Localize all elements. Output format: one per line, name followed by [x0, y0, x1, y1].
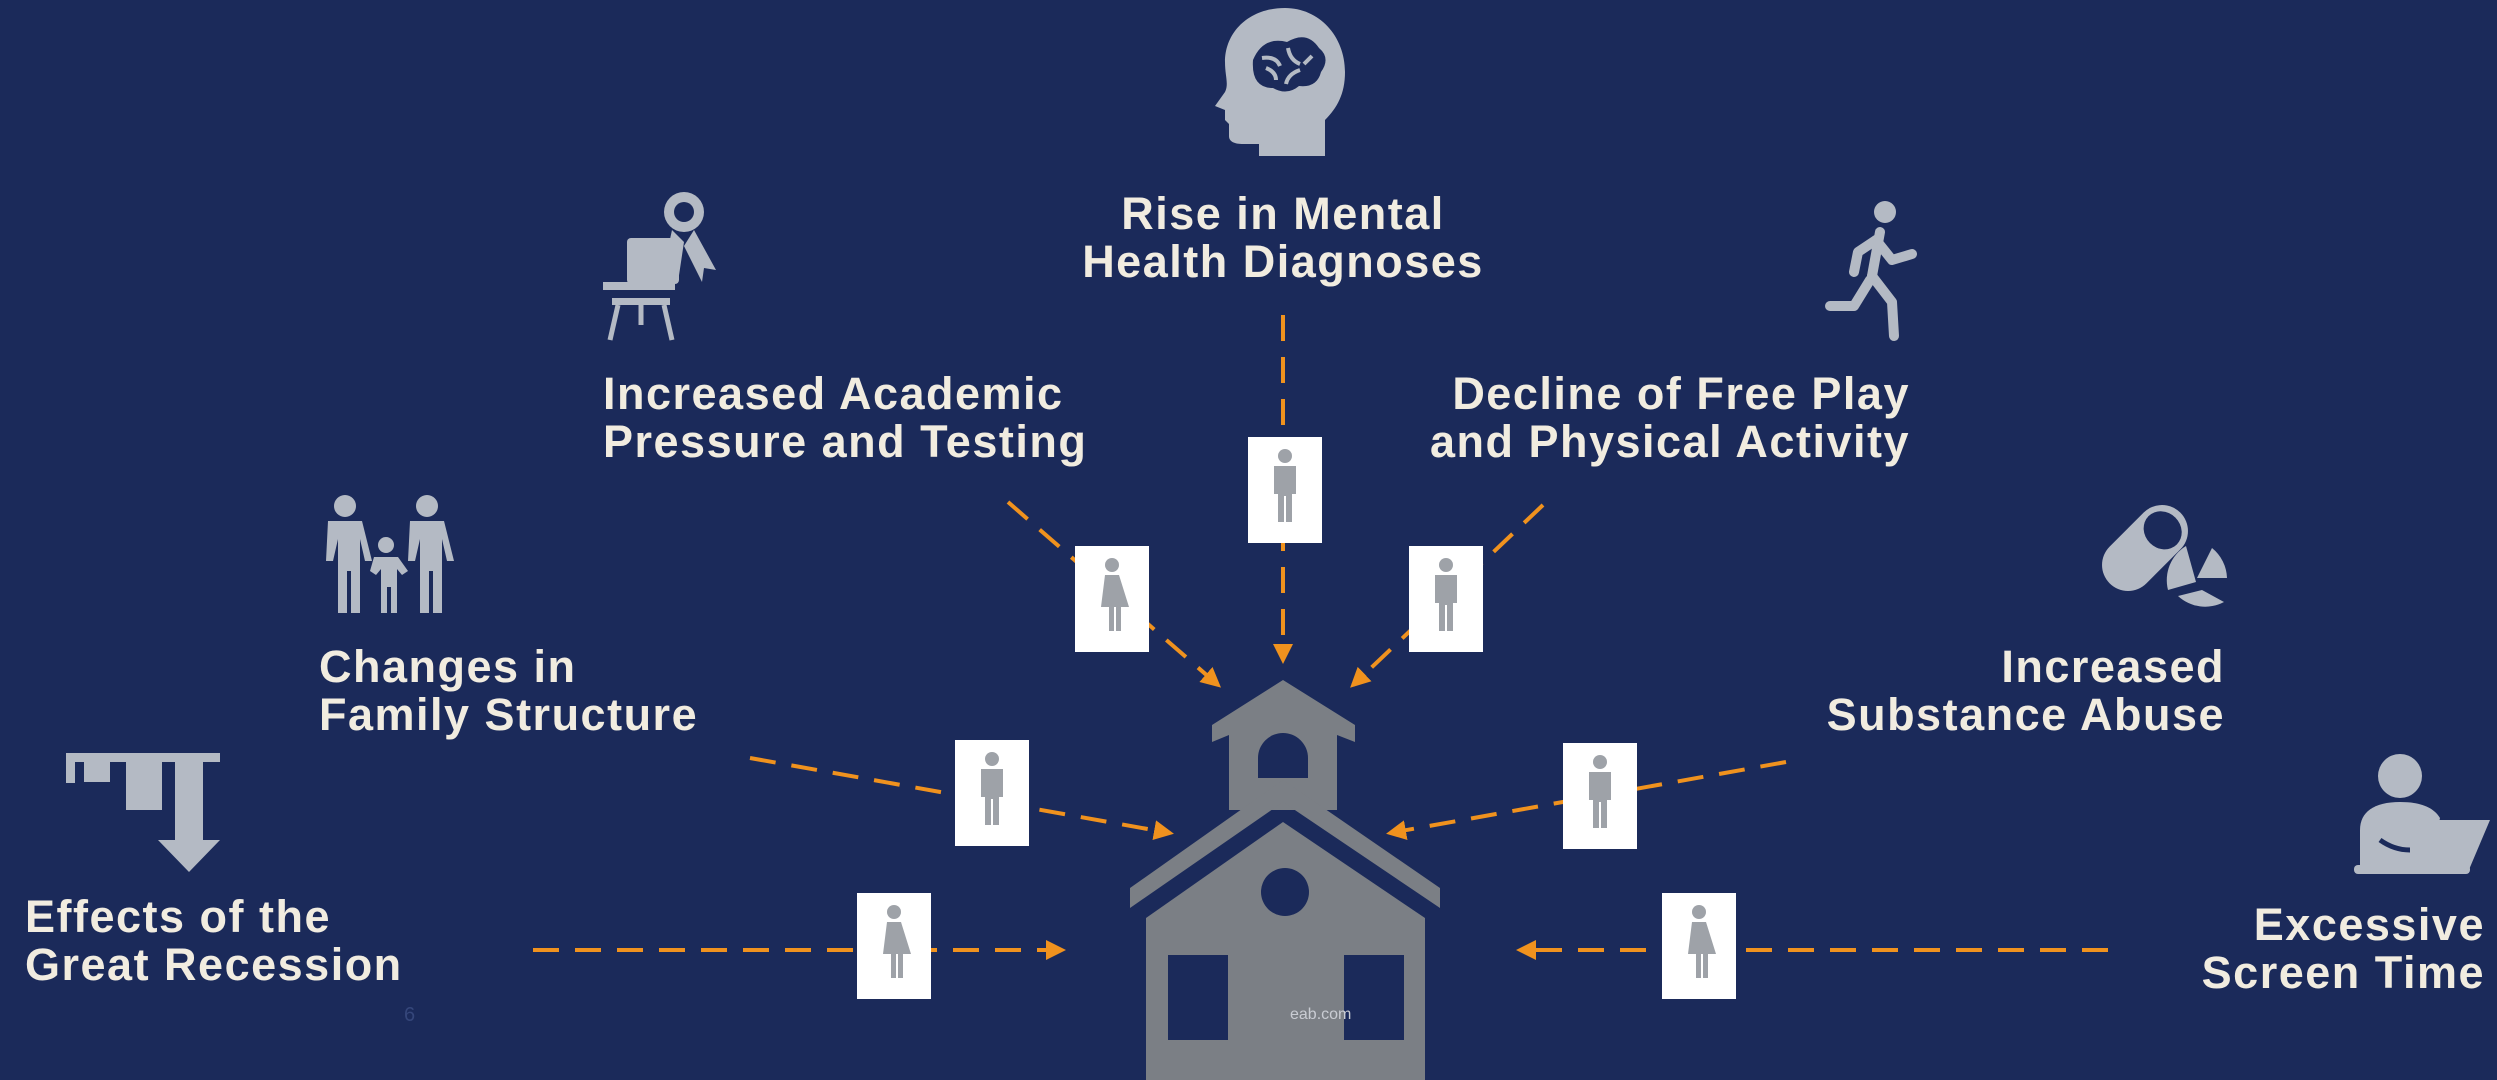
figure-card [857, 893, 931, 999]
label-line: and Physical Activity [1429, 416, 1910, 467]
label-line: Effects of the [25, 891, 332, 942]
label-line: Increased [2001, 641, 2225, 692]
figure-card [1662, 893, 1736, 999]
factor-label-academic: Increased Academic Pressure and Testing [603, 370, 1087, 466]
label-line: Increased Academic [603, 368, 1064, 419]
label-line: Health Diagnoses [1082, 236, 1484, 287]
label-line: Pressure and Testing [603, 416, 1088, 467]
arrow-substance [1386, 760, 1787, 841]
runner-icon [1825, 201, 1917, 341]
factor-label-screen: Excessive Screen Time [2140, 901, 2485, 997]
person-laptop-icon [2354, 754, 2490, 874]
label-line: Decline of Free Play [1452, 368, 1910, 419]
label-line: Great Recession [25, 939, 403, 990]
factor-label-free-play: Decline of Free Play and Physical Activi… [1380, 370, 1910, 466]
label-line: Screen Time [2201, 947, 2485, 998]
factor-label-family: Changes in Family Structure [319, 643, 698, 739]
family-icon [326, 495, 454, 613]
factor-label-recession: Effects of the Great Recession [25, 893, 403, 989]
figure-card [1563, 743, 1637, 849]
figure-card [1248, 437, 1322, 543]
figure-card [1075, 546, 1149, 652]
brain-head-icon [1215, 8, 1345, 156]
schoolhouse-icon [1130, 680, 1440, 1080]
label-line: Rise in Mental [1121, 188, 1445, 239]
declining-chart-arrow-icon [66, 753, 220, 872]
factor-label-mental-health: Rise in Mental Health Diagnoses [1073, 190, 1493, 286]
desk-award-icon [603, 192, 716, 341]
figure-card [1409, 546, 1483, 652]
label-line: Family Structure [319, 689, 699, 740]
slide-number: 6 [404, 1004, 416, 1026]
label-line: Excessive [2253, 899, 2485, 950]
figure-card [955, 740, 1029, 846]
factor-label-substance: Increased Substance Abuse [1790, 643, 2225, 739]
footer-url: eab.com [1290, 1006, 1352, 1023]
pill-capsule-icon [2102, 505, 2227, 607]
label-line: Substance Abuse [1826, 689, 2225, 740]
label-line: Changes in [319, 641, 577, 692]
